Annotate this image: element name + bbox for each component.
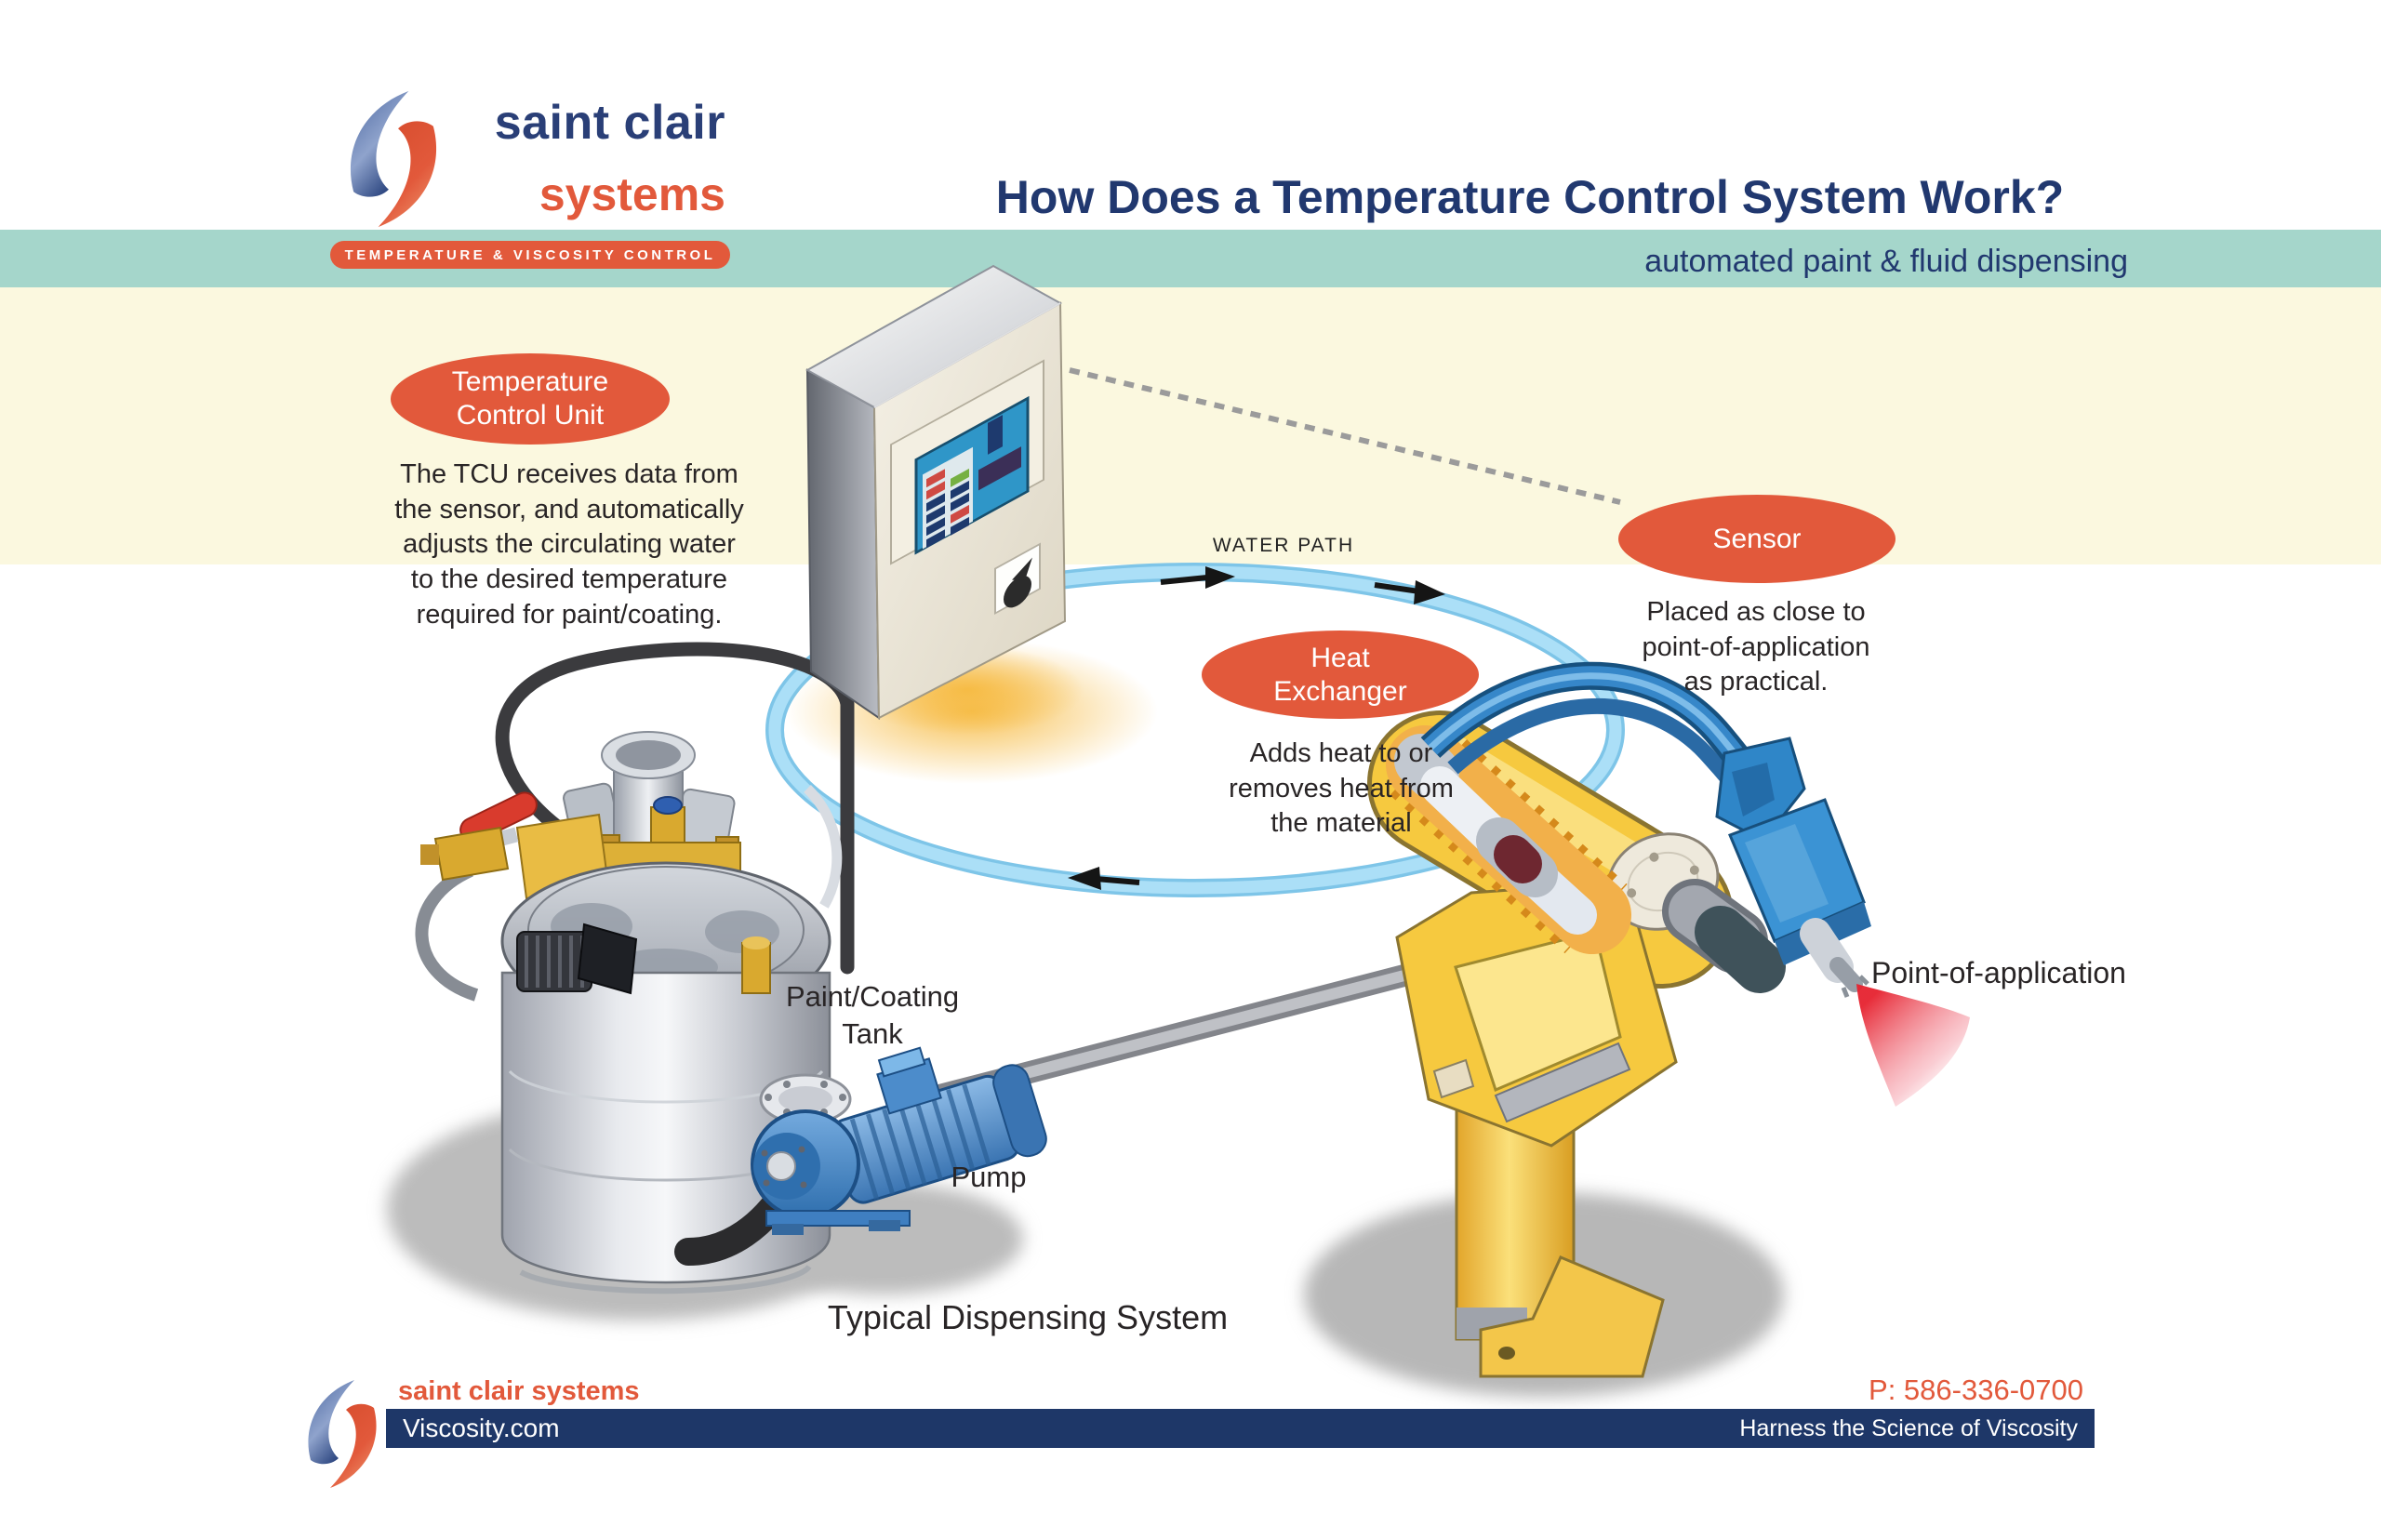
cream-band <box>0 287 2381 564</box>
footer-bar: Viscosity.com Harness the Science of Vis… <box>386 1409 2095 1448</box>
brand-logo-icon <box>350 90 437 228</box>
brand-name-line2: systems <box>539 168 725 220</box>
spray-cone <box>1856 984 1970 1107</box>
flow-arrows-supply <box>1160 566 1445 604</box>
callout-sensor: Sensor <box>1618 495 1895 583</box>
callout-heat-exchanger: Heat Exchanger <box>1202 631 1479 719</box>
gun-mount-cap <box>1695 906 1786 993</box>
tank-label: Paint/Coating Tank <box>785 980 960 1051</box>
heat-exchanger-description: Adds heat to or removes heat from the ma… <box>1229 738 1454 839</box>
brand-tagline-pill: TEMPERATURE & VISCOSITY CONTROL <box>330 241 730 269</box>
footer-phone[interactable]: P: 586-336-0700 <box>1869 1374 2083 1406</box>
robot-base-foot <box>1479 1255 1665 1378</box>
tcu-display-panel <box>890 359 1044 616</box>
brand-name-line1: saint clair <box>494 96 725 150</box>
sensor-description: Placed as close to point-of-application … <box>1642 597 1870 697</box>
diagram-caption: Typical Dispensing System <box>827 1298 1229 1336</box>
tcu-cabinet-illustration <box>805 264 1067 720</box>
water-path-loop <box>765 563 1625 897</box>
spray-gun <box>1715 737 1871 998</box>
point-of-application-label: Point-of-application <box>1871 956 2126 989</box>
heat-exchanger-unit <box>1386 725 1631 954</box>
water-path-label: WATER PATH <box>1212 535 1355 556</box>
pump-illustration <box>674 1046 1047 1266</box>
footer-slogan: Harness the Science of Viscosity <box>1739 1414 2078 1441</box>
robot-illustration <box>1367 661 1970 1378</box>
callout-temperature-control-unit: Temperature Control Unit <box>391 353 670 445</box>
flow-arrow-return <box>1068 867 1140 890</box>
page-title: How Does a Temperature Control System Wo… <box>995 171 2065 223</box>
footer-logo-icon <box>308 1380 377 1488</box>
footer-brand: saint clair systems <box>398 1376 640 1406</box>
sensor-cable <box>1069 367 1621 505</box>
tcu-description: The TCU receives data from the sensor, a… <box>394 459 744 630</box>
footer-website-link[interactable]: Viscosity.com <box>403 1414 560 1442</box>
tank-body <box>500 971 831 1284</box>
pump-label: Pump <box>951 1161 1027 1193</box>
banner-subtitle: automated paint & fluid dispensing <box>1644 244 2128 279</box>
